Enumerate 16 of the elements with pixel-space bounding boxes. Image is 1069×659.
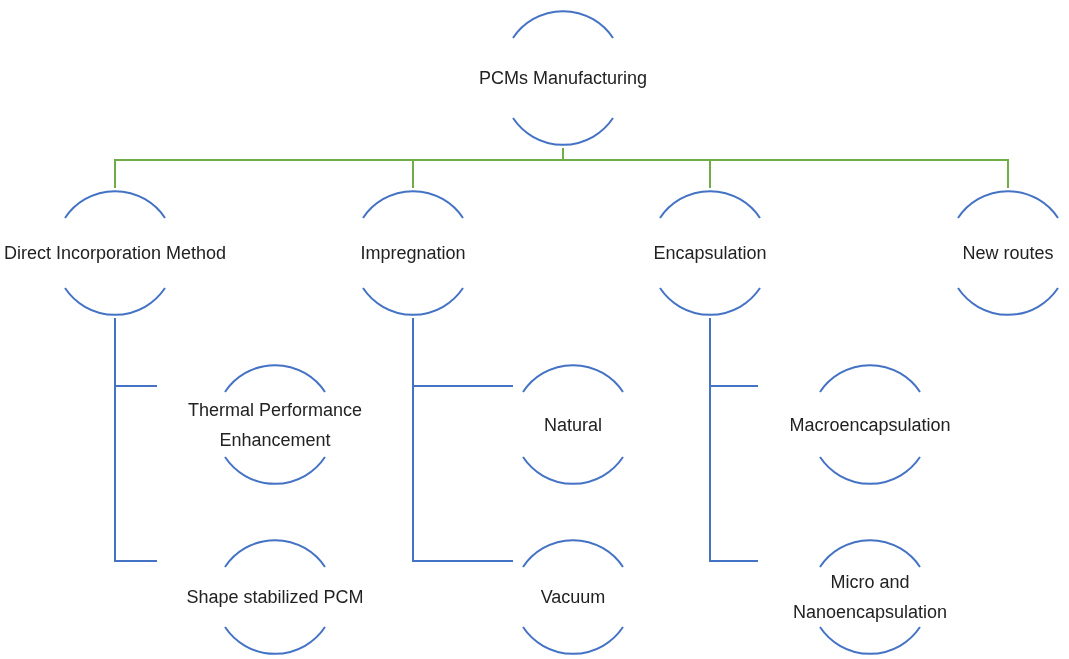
node-label: PCMs Manufacturing xyxy=(478,67,648,90)
node-label: New routes xyxy=(962,242,1054,265)
arc-node xyxy=(2,188,228,318)
node-label: Shape stabilized PCM xyxy=(186,586,364,609)
node-label: Direct Incorporation Method xyxy=(3,242,227,265)
node-label: Encapsulation xyxy=(653,242,767,265)
node-label: Vacuum xyxy=(540,586,606,609)
node-label: Natural xyxy=(544,413,602,437)
connector-line xyxy=(709,317,759,562)
node-label: Impregnation xyxy=(360,242,466,265)
node-label: Micro and Nanoencapsulation xyxy=(791,571,949,624)
connector-line xyxy=(562,147,1009,189)
node-label: Thermal Performance Enhancement xyxy=(186,398,364,452)
connector-line xyxy=(412,317,514,562)
connector-line xyxy=(114,317,158,562)
node-label: Macroencapsulation xyxy=(789,413,951,437)
